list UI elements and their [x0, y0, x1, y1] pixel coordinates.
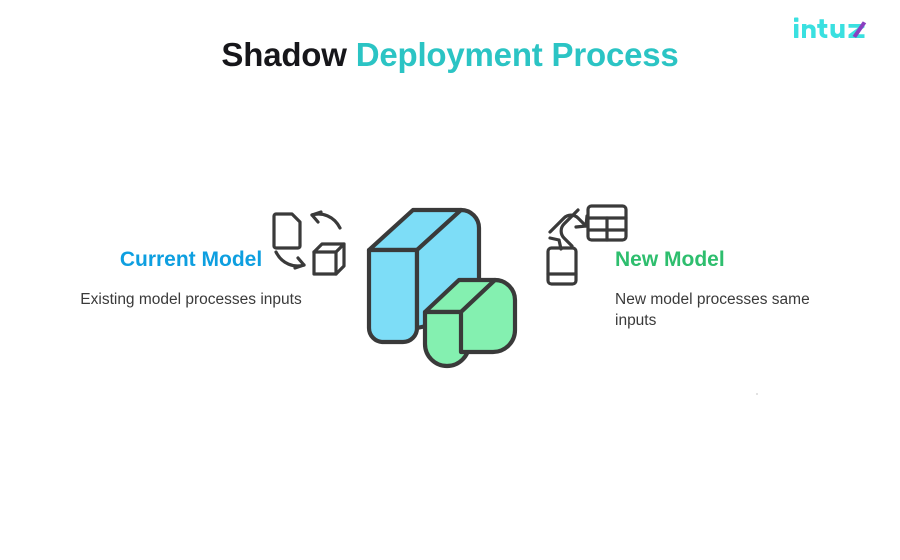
exchange-arrows-icon [548, 208, 589, 251]
current-model-heading: Current Model [119, 248, 263, 271]
current-model-block-face [366, 247, 420, 345]
table-grid-icon [586, 204, 628, 242]
intuz-logo [792, 14, 878, 44]
diagram-stage [0, 190, 900, 400]
new-model-block-side [458, 277, 518, 355]
page-title: Shadow Deployment Process [0, 36, 900, 74]
current-model-icon-cluster [262, 190, 362, 290]
page-title-container: Shadow Deployment Process [0, 36, 900, 74]
new-model-panel: New Model New model processes same input… [615, 248, 877, 332]
page-title-part-one: Shadow [221, 36, 347, 73]
page-title-part-two: Deployment Process [355, 36, 679, 73]
card-icon [546, 246, 578, 286]
logo-accent-stroke [852, 21, 867, 38]
cube-3d-icon [312, 242, 346, 276]
curved-arrow-right-icon [274, 250, 306, 270]
new-model-icon-cluster [534, 190, 634, 290]
page-artifact-dot [756, 393, 758, 395]
stacked-blocks-illustration [355, 202, 535, 377]
curved-arrow-left-icon [310, 210, 342, 230]
new-model-description: New model processes same inputs [615, 291, 810, 330]
current-model-panel: Current Model Existing model processes i… [60, 248, 322, 310]
current-model-description: Existing model processes inputs [80, 291, 302, 309]
new-model-heading: New Model [615, 248, 725, 271]
file-icon [272, 212, 302, 250]
